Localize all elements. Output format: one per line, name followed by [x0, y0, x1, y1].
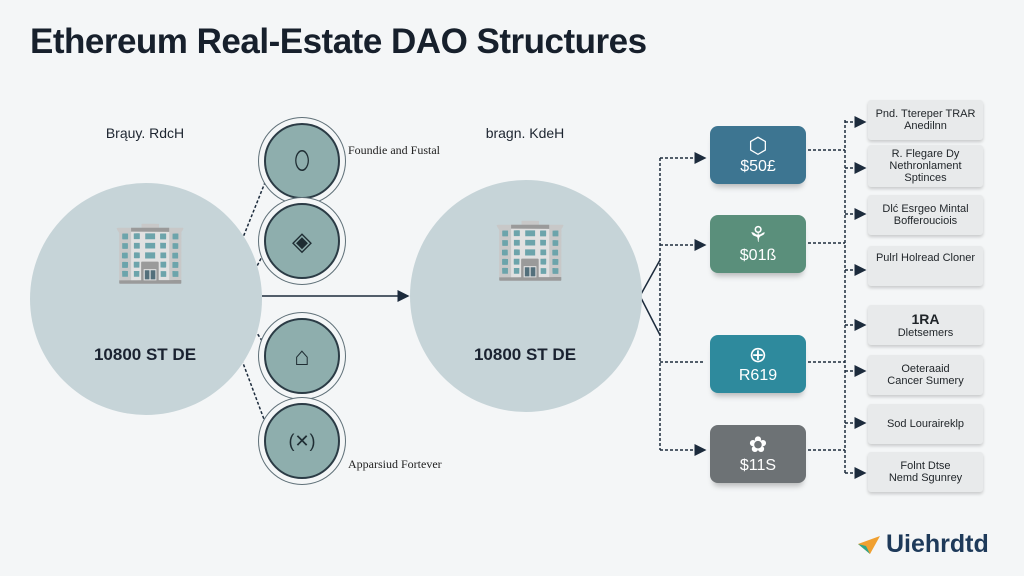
card-value: $11S: [739, 457, 777, 474]
card-value: R619: [738, 367, 778, 384]
link-icon: (✕): [264, 403, 340, 479]
box-line: Sptinces: [904, 172, 947, 184]
gear-icon: ✿: [748, 432, 768, 457]
building-icon: 🏢: [493, 214, 568, 281]
box-line: Oeteraaid: [901, 363, 950, 375]
box-line: Dlć Esrgeo Mintal: [882, 203, 969, 215]
left-entity-label: Brąuy. RdcH: [105, 125, 185, 141]
card-item: ⊕R619: [710, 335, 806, 393]
contract-icon: ◈: [264, 203, 340, 279]
box-line: Folnt Dtse: [900, 460, 951, 472]
logo-text: Uiehrdtd: [886, 530, 989, 558]
hand-icon: ⚘: [748, 222, 768, 247]
box-line: Pnd. Ttereper TRAR: [875, 108, 976, 120]
card-item: ⬡$50£: [710, 126, 806, 184]
node-caption: Apparsiud Fortever: [348, 457, 442, 471]
box-line: Nemd Sgunrey: [888, 472, 963, 484]
card-item: ✿$11S: [710, 425, 806, 483]
page-title: Ethereum Real-Estate DAO Structures: [30, 22, 647, 61]
middle-address: 10800 ST DE: [473, 345, 577, 364]
token-icon: ⬯: [264, 123, 340, 199]
building-icon: 🏢: [113, 217, 188, 284]
card-item: ⚘$01ß: [710, 215, 806, 273]
card-value: $01ß: [739, 247, 777, 264]
box-line: Dletsemers: [897, 327, 954, 339]
middle-entity-label: bragn. KdeH: [485, 125, 565, 141]
logo-mark-icon: [858, 535, 880, 554]
governance-icon: ⌂: [264, 318, 340, 394]
hexagon-icon: ⬡: [748, 133, 768, 158]
box-line: R. Flegare Dy: [891, 148, 960, 160]
info-box: Pulrl Holread Cloner: [868, 246, 983, 286]
box-line: Cancer Sumery: [887, 375, 964, 387]
card-value: $50£: [740, 158, 776, 175]
middle-property-circle: [410, 180, 642, 412]
box-line: 1RA: [911, 311, 940, 327]
left-property-circle: [30, 183, 262, 415]
box-line: Bofferouciois: [893, 215, 958, 227]
globe-icon: ⊕: [748, 342, 768, 367]
info-box: Sod Louraireklp: [868, 404, 983, 444]
box-line: Sod Louraireklp: [886, 418, 965, 430]
brand-logo: Uiehrdtd: [856, 530, 989, 559]
left-address: 10800 ST DE: [93, 345, 197, 364]
node-caption: Foundie and Fustal: [348, 143, 440, 157]
box-line: Pulrl Holread Cloner: [875, 252, 976, 264]
box-line: Anedilnn: [904, 120, 947, 132]
box-line: Nethronlament: [889, 160, 962, 172]
